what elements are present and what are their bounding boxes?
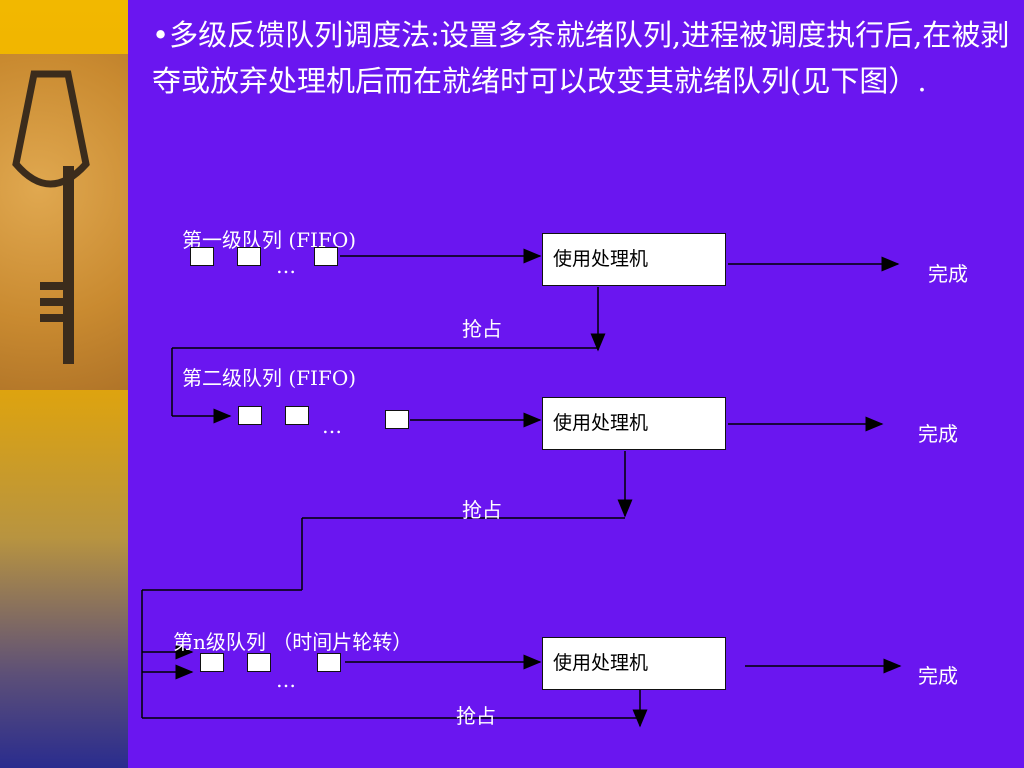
queue-slot <box>238 406 262 425</box>
preempt-label-level-2: 抢占 <box>462 498 502 522</box>
key-photo <box>0 54 128 390</box>
queue-label-level-2: 第二级队列 (FIFO) <box>182 366 357 390</box>
queue-slot <box>285 406 309 425</box>
done-label-level-2: 完成 <box>918 422 958 446</box>
queue-ellipsis: … <box>276 254 296 278</box>
queue-ellipsis: … <box>276 668 296 692</box>
queue-slot <box>190 247 214 266</box>
key-icon <box>12 70 90 364</box>
processor-box-level-1: 使用处理机 <box>542 233 726 286</box>
processor-box-level-2: 使用处理机 <box>542 397 726 450</box>
queue-label-level-n: 第n级队列 （时间片轮转） <box>173 630 413 654</box>
preempt-label-level-n: 抢占 <box>456 704 496 728</box>
done-label-level-n: 完成 <box>918 664 958 688</box>
queue-slot <box>317 653 341 672</box>
processor-box-level-n: 使用处理机 <box>542 637 726 690</box>
slide-bullet-text: •多级反馈队列调度法:设置多条就绪队列,进程被调度执行后,在被剥夺或放弃处理机后… <box>152 18 1010 98</box>
queue-ellipsis: … <box>322 414 342 438</box>
queue-slot <box>314 247 338 266</box>
queue-slot <box>237 247 261 266</box>
queue-slot <box>247 653 271 672</box>
queue-slot <box>385 410 409 429</box>
done-label-level-1: 完成 <box>928 262 968 286</box>
queue-slot <box>200 653 224 672</box>
preempt-label-level-1: 抢占 <box>462 317 502 341</box>
